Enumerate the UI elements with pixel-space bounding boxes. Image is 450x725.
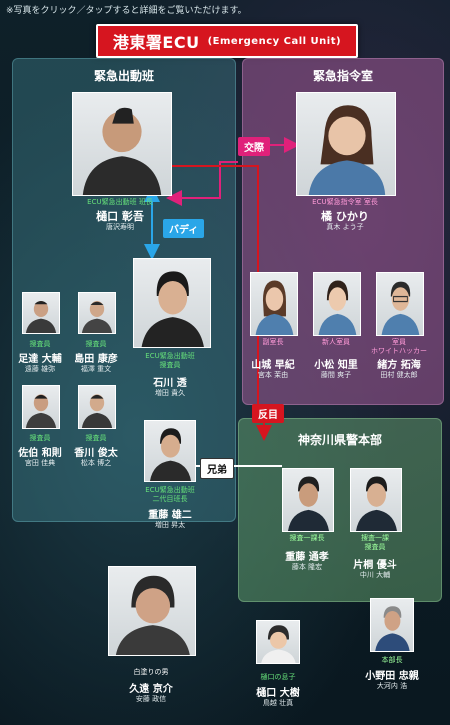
name-kagawa: 香川 俊太	[74, 448, 118, 459]
actor-shimada: 福澤 重文	[80, 365, 112, 373]
role-katagiri: 捜査一課捜査員	[361, 534, 389, 551]
actor-katagiri: 中川 大輔	[359, 571, 391, 579]
role-kuon: 白塗りの男	[133, 668, 169, 676]
name-ishikawa: 石川 透	[153, 378, 187, 389]
photo-shigefuji-michitaka[interactable]	[282, 468, 334, 532]
page-title: 港東署ECU (Emergency Call Unit)	[96, 24, 358, 58]
name-shimada: 島田 康彦	[74, 354, 118, 365]
panel-title-team: 緊急出動班	[93, 69, 154, 83]
actor-shigefuji-yuji: 増田 昇太	[154, 521, 186, 529]
actor-ishikawa: 増田 貴久	[154, 389, 186, 397]
actor-kagawa: 松本 博之	[80, 459, 112, 467]
panel-kanagawa-police: 神奈川県警本部	[238, 418, 442, 602]
name-komatsu: 小松 知里	[314, 360, 358, 371]
photo-katagiri[interactable]	[350, 468, 402, 532]
actor-onoda: 大河内 浩	[376, 682, 408, 690]
actor-ogata: 田村 健太郎	[380, 371, 418, 379]
actor-higuchi-akira: 唐沢寿明	[106, 223, 134, 231]
instruction-note: ※写真をクリック／タップすると詳細をご覧いただけます。	[6, 6, 247, 16]
name-yamashiro: 山城 早紀	[251, 360, 295, 371]
role-yamashiro: 副室長	[262, 338, 284, 346]
actor-tachibana: 真木 よう子	[326, 223, 364, 231]
name-kuon: 久遠 京介	[129, 684, 173, 695]
photo-onoda[interactable]	[370, 598, 414, 652]
actor-saeki: 宮田 佳典	[24, 459, 56, 467]
photo-kuon[interactable]	[108, 566, 196, 656]
photo-komatsu[interactable]	[313, 272, 361, 336]
role-ishikawa: ECU緊急出動班捜査員	[145, 352, 195, 369]
role-kagawa: 捜査員	[85, 434, 107, 442]
name-ogata: 緒方 拓海	[377, 360, 421, 371]
role-shigefuji-yuji: ECU緊急出動班二代目班長	[145, 486, 195, 503]
name-shigefuji-yuji: 重藤 雄二	[148, 510, 192, 521]
role-saeki: 捜査員	[29, 434, 51, 442]
photo-higuchi-akira[interactable]	[72, 92, 172, 196]
role-adachi: 捜査員	[29, 340, 51, 348]
panel-title-command: 緊急指令室	[312, 69, 373, 83]
actor-shigefuji-michitaka: 藤本 隆宏	[291, 563, 323, 571]
photo-tachibana[interactable]	[296, 92, 396, 196]
actor-adachi: 遠藤 雄弥	[24, 365, 56, 373]
name-higuchi-daiki: 樋口 大樹	[256, 688, 300, 699]
name-onoda: 小野田 忠親	[365, 671, 419, 682]
role-onoda: 本部長	[381, 656, 403, 664]
photo-kagawa[interactable]	[78, 385, 116, 429]
photo-yamashiro[interactable]	[250, 272, 298, 336]
photo-shigefuji-yuji[interactable]	[144, 420, 196, 482]
photo-shimada[interactable]	[78, 292, 116, 334]
actor-higuchi-daiki: 鳥越 壮真	[262, 699, 294, 707]
actor-yamashiro: 宮本 茉由	[257, 371, 289, 379]
title-main: 港東署ECU	[112, 33, 200, 52]
actor-kuon: 安藤 政信	[135, 695, 167, 703]
name-adachi: 足達 大輔	[18, 354, 62, 365]
name-saeki: 佐伯 和則	[18, 448, 62, 459]
photo-ogata[interactable]	[376, 272, 424, 336]
role-tachibana: ECU緊急指令室 室長	[312, 198, 378, 206]
role-higuchi-akira: ECU緊急出動班 班長	[87, 198, 153, 206]
name-tachibana: 橘 ひかり	[321, 210, 369, 223]
actor-komatsu: 藤間 爽子	[320, 371, 352, 379]
name-katagiri: 片桐 優斗	[353, 560, 397, 571]
relation-hanmoku: 反目	[252, 404, 284, 423]
role-komatsu: 新人室員	[322, 338, 350, 346]
role-ogata: 室員ホワイトハッカー	[371, 338, 427, 355]
role-shigefuji-michitaka: 捜査一課長	[289, 534, 325, 542]
relation-kyoudai: 兄弟	[200, 458, 234, 479]
name-higuchi-akira: 樋口 彰吾	[96, 210, 144, 223]
name-shigefuji-michitaka: 重藤 通孝	[285, 552, 329, 563]
panel-title-police: 神奈川県警本部	[297, 433, 382, 447]
photo-ishikawa[interactable]	[133, 258, 211, 348]
photo-adachi[interactable]	[22, 292, 60, 334]
photo-higuchi-daiki[interactable]	[256, 620, 300, 664]
relation-koushi: 交際	[238, 137, 270, 156]
role-shimada: 捜査員	[85, 340, 107, 348]
role-higuchi-daiki: 樋口の息子	[260, 673, 296, 681]
relation-buddy: バディ	[163, 219, 205, 238]
title-sub: (Emergency Call Unit)	[207, 35, 342, 47]
photo-saeki[interactable]	[22, 385, 60, 429]
